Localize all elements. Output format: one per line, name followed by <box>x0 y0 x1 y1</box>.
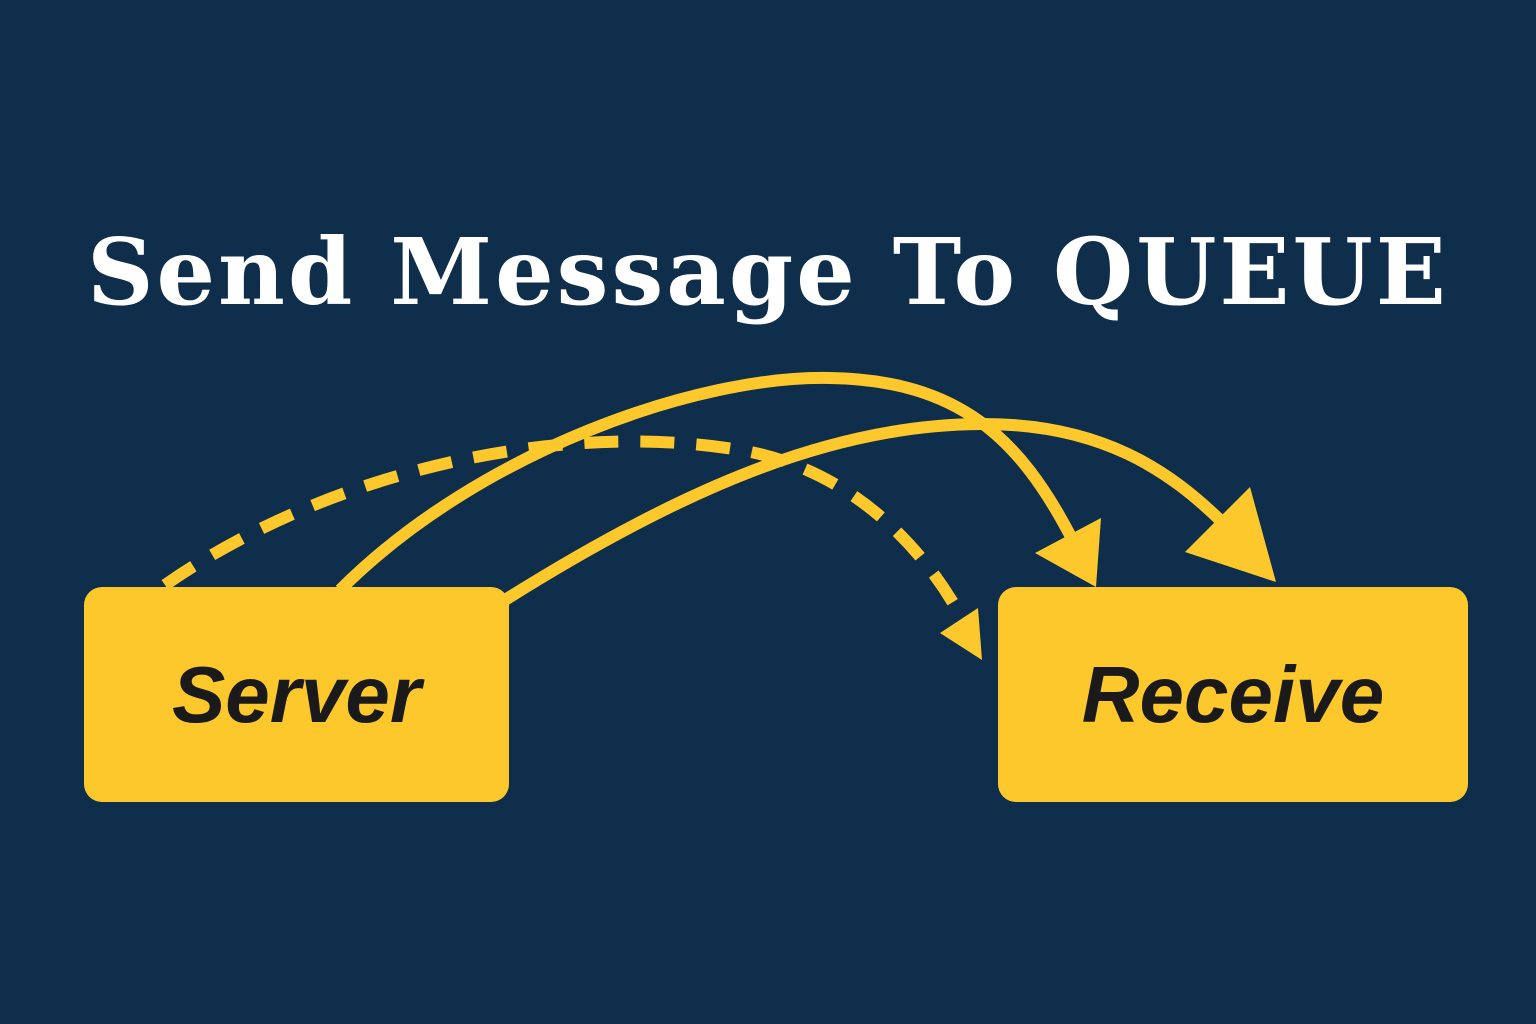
arrowhead-high <box>1035 518 1101 587</box>
diagram-title: Send Message To QUEUE <box>87 218 1449 326</box>
edge-high-arc <box>335 371 1076 595</box>
server-label: Server <box>171 649 422 739</box>
receive-node: Receive <box>998 587 1468 802</box>
arrowhead-low <box>1185 487 1276 582</box>
server-node: Server <box>84 587 509 802</box>
receive-label: Receive <box>1081 649 1385 739</box>
edge-low-arc <box>501 417 1230 606</box>
arrowhead-dashed <box>940 608 982 660</box>
edge-dashed-arc <box>161 435 966 618</box>
